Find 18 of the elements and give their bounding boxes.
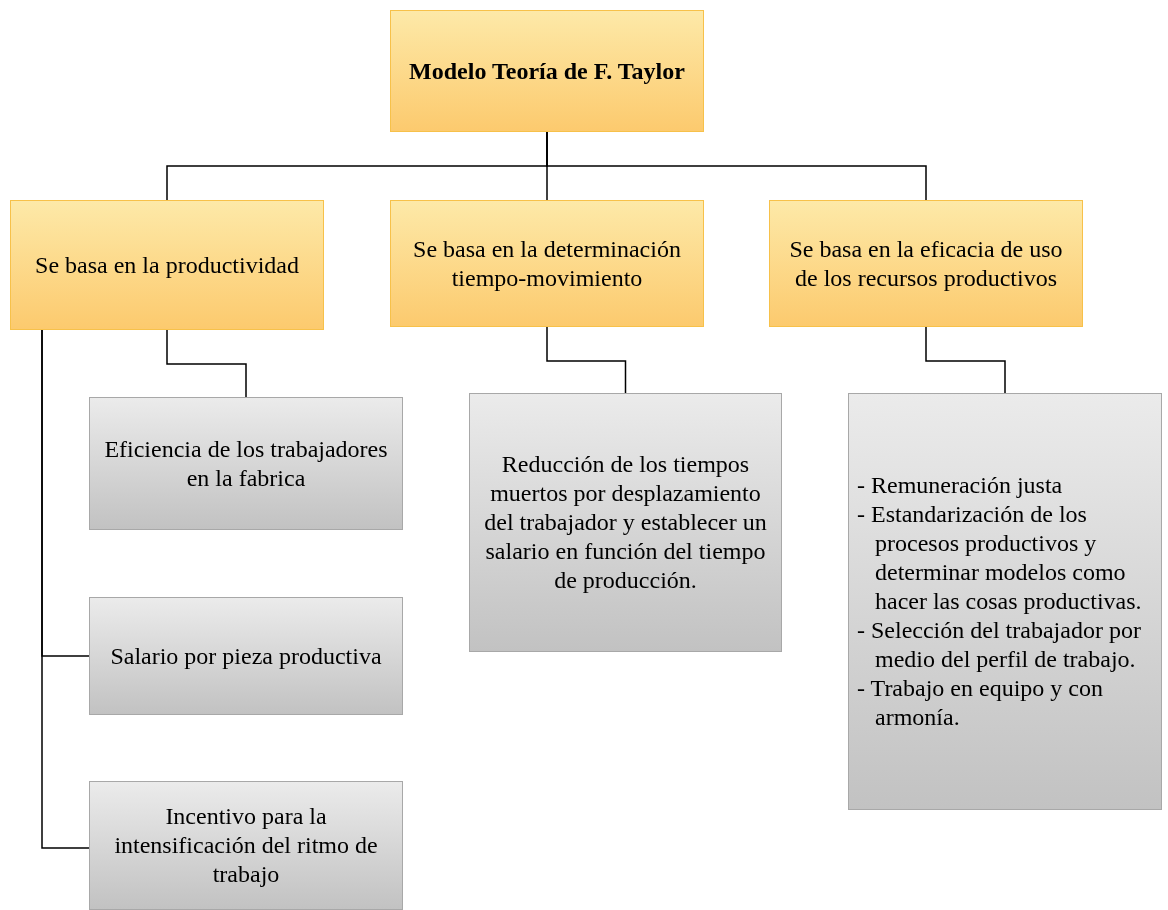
list-item: - Estandarización de los procesos productivos y determinar modelos como hacer las cosas productivas. [857,500,1143,616]
list-item: - Remuneración justa [857,471,1063,500]
list-item: - Trabajo en equipo y con armonía. [857,674,1104,732]
connector-line [41,329,90,849]
connector-line [546,131,927,201]
text-box [848,393,1162,810]
connector-line [166,329,247,398]
list-item: - Selección del trabajador por medio del perfil de trabajo. [857,616,1142,674]
connector-line [546,326,627,394]
text-box: Incentivo para la intensificación del ritmo de trabajo [89,781,403,910]
text-box: Se basa en la eficacia de uso de los recursos productivos [769,200,1083,327]
text-box: Eficiencia de los trabajadores en la fabrica [89,397,403,530]
text-box: Se basa en la productividad [10,200,324,330]
connector-line [925,326,1006,394]
title-box: Modelo Teoría de F. Taylor [390,10,704,132]
text-box: Se basa en la determinación tiempo-movimiento [390,200,704,327]
text-box: Reducción de los tiempos muertos por desplazamiento del trabajador y establecer un salario en función del tiempo de producción. [469,393,782,652]
text-box: Salario por pieza productiva [89,597,403,715]
